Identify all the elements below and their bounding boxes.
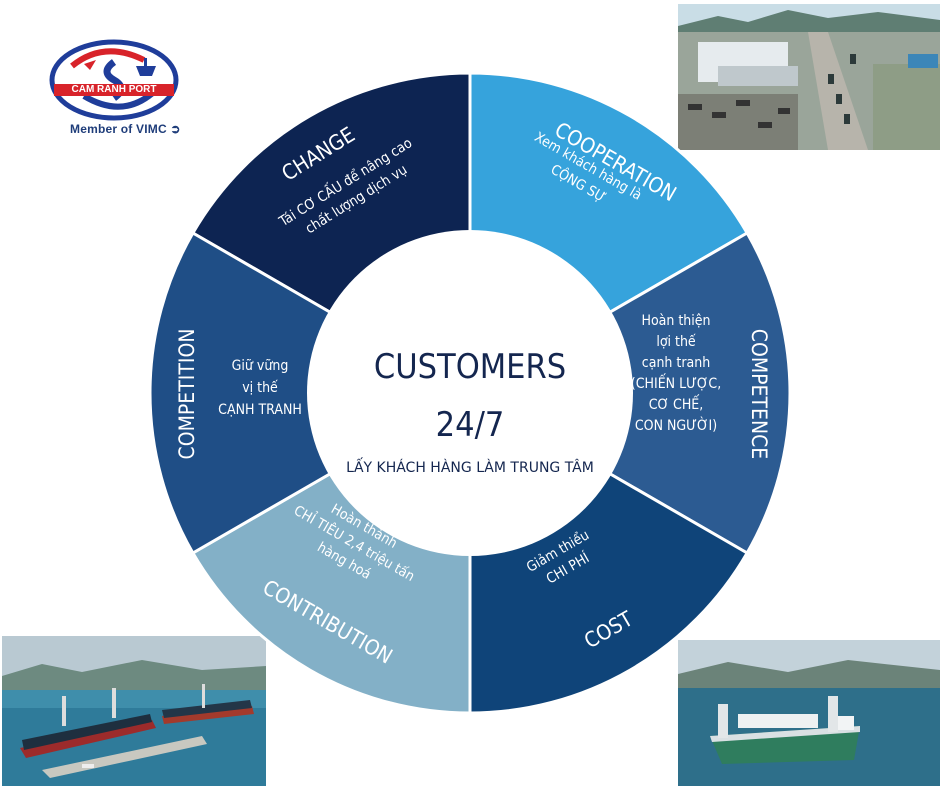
center-circle: [307, 230, 633, 556]
center-tagline: LẤY KHÁCH HÀNG LÀM TRUNG TÂM: [346, 457, 594, 476]
vimc-arrow-icon: ➲: [170, 122, 181, 136]
logo-text: CAM RANH PORT: [71, 84, 157, 95]
member-prefix: Member of: [70, 122, 133, 136]
center-subtitle: 24/7: [436, 405, 505, 445]
segment-line: Giữ vững: [232, 358, 289, 374]
segment-line: CƠ CHẾ,: [649, 394, 704, 413]
segment-line: (CHIẾN LƯỢC,: [631, 373, 721, 392]
segment-line: cạnh tranh: [642, 355, 710, 371]
segment-line: CON NGƯỜI): [635, 416, 717, 434]
center-title: CUSTOMERS: [374, 347, 566, 387]
cam-ranh-port-logo: [44, 36, 184, 146]
member-of-vimc-label: Member of VIMC ➲: [70, 122, 181, 136]
segment-line: vị thế: [242, 379, 278, 396]
segment-title-competition: COMPETITION: [175, 329, 199, 460]
cargo-ship-photo: [678, 640, 940, 786]
segment-description-competence: Hoàn thiện lợi thế cạnh tranh (CHIẾN LƯỢC, C…: [631, 313, 721, 434]
segment-title-competence: COMPETENCE: [747, 329, 771, 459]
segment-line: Hoàn thiện: [641, 313, 710, 329]
vimc-brand: VIMC: [136, 122, 167, 136]
segment-line: lợi thế: [656, 333, 696, 350]
harbor-ships-photo: [2, 636, 266, 786]
segment-line: CẠNH TRANH: [218, 402, 302, 418]
port-aerial-photo: [678, 4, 940, 150]
